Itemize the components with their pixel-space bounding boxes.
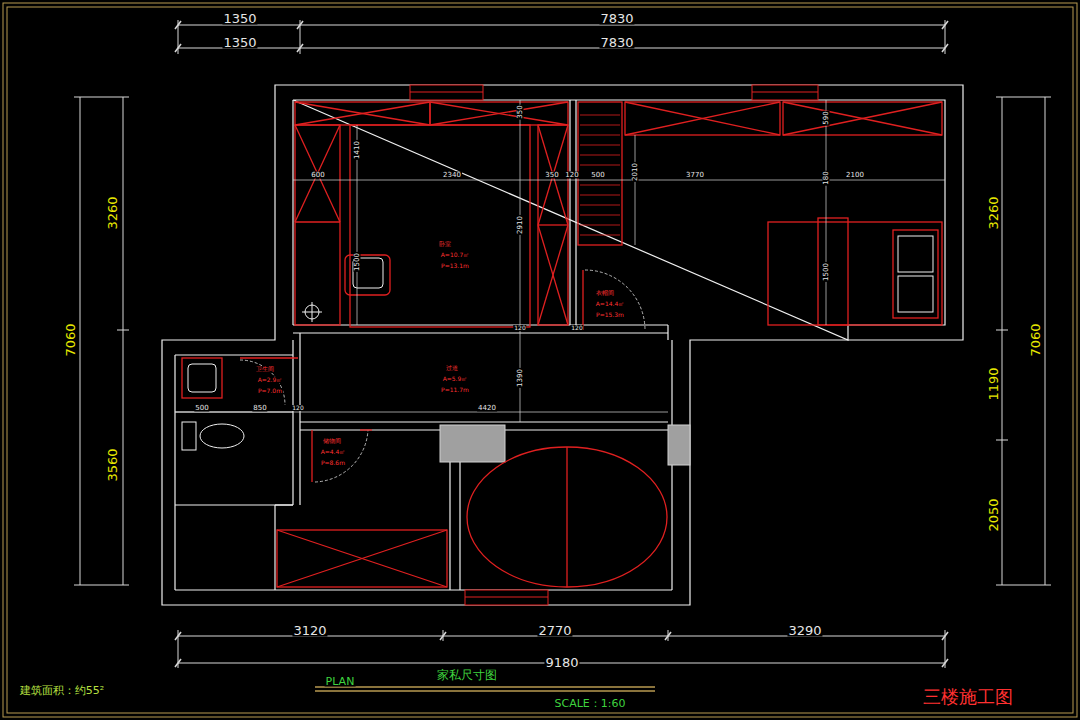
room-area: A=14.4㎡: [595, 301, 626, 307]
dimension: 7060: [64, 322, 77, 357]
dimension: 3260: [987, 195, 1000, 230]
dimension: 4420: [477, 405, 497, 412]
room-area: A=5.9㎡: [442, 376, 469, 382]
dimension: 7830: [599, 36, 634, 49]
room-perimeter: P=15.3m: [595, 312, 625, 318]
dimension: 1190: [987, 366, 1000, 401]
dimension: 2340: [442, 172, 462, 179]
dimension: 1500: [354, 252, 361, 272]
room-perimeter: P=7.0m: [257, 388, 283, 394]
scale-note: SCALE：1:60: [554, 698, 627, 709]
room-perimeter: P=11.7m: [440, 387, 470, 393]
dimension: 120: [564, 172, 579, 179]
room-perimeter: P=8.6m: [320, 460, 346, 466]
dimension: 3770: [685, 172, 705, 179]
room-name: 储物间: [322, 438, 342, 444]
area-note: 建筑面积：约55²: [19, 685, 105, 696]
plan-label: PLAN: [325, 676, 356, 687]
dimension: 590: [823, 110, 830, 125]
dimension: 1500: [823, 262, 830, 282]
dimension: 3260: [106, 195, 119, 230]
room-area: A=4.4㎡: [320, 449, 347, 455]
dimension: 2100: [845, 172, 865, 179]
room-area: A=10.7㎡: [440, 252, 471, 258]
dimension: 350: [544, 172, 559, 179]
dimension: 2770: [537, 624, 572, 637]
dimension: 850: [252, 405, 267, 412]
room-name: 卧室: [438, 241, 452, 247]
dimension: 120: [291, 405, 304, 411]
dimension: 7060: [1029, 322, 1042, 357]
room-name: 卫生间: [255, 366, 275, 372]
dimension: 3290: [787, 624, 822, 637]
dimension: 120: [570, 325, 583, 331]
room-area: A=2.9㎡: [257, 377, 284, 383]
dimension: 500: [590, 172, 605, 179]
dimension: 2050: [987, 497, 1000, 532]
dimension: 1350: [222, 36, 257, 49]
dimension: 9180: [544, 656, 579, 669]
dimension: 1390: [517, 368, 524, 388]
dimension: 2010: [632, 162, 639, 182]
dimension: 3560: [106, 447, 119, 482]
dimension: 7830: [599, 12, 634, 25]
dimension: 1410: [354, 140, 361, 160]
drawing-title: 家私尺寸图: [436, 669, 498, 681]
dimension: 2910: [517, 215, 524, 235]
sheet-name: 三楼施工图: [922, 688, 1014, 706]
dimension: 600: [310, 172, 325, 179]
room-perimeter: P=13.1m: [440, 263, 470, 269]
dimension: 500: [194, 405, 209, 412]
dimension: 180: [823, 170, 830, 185]
dimension: 3120: [292, 624, 327, 637]
dimension: 120: [513, 325, 526, 331]
room-name: 过道: [445, 365, 459, 371]
dimension: 350: [517, 104, 524, 119]
room-name: 衣帽间: [595, 290, 615, 296]
dimension: 1350: [222, 12, 257, 25]
